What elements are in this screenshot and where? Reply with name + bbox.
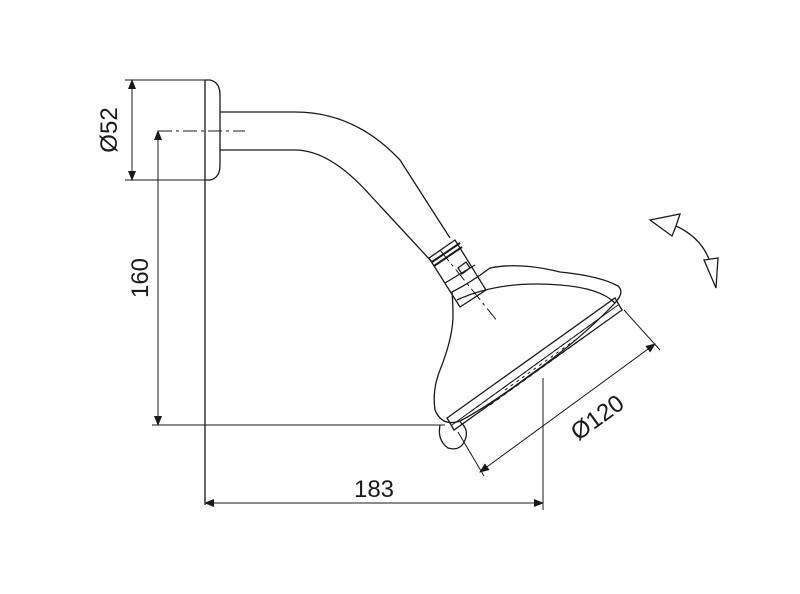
reach-label: 183 xyxy=(354,476,394,503)
shower-arm xyxy=(220,111,451,263)
center-lines xyxy=(158,130,499,323)
dimension-head-diameter: Ø120 xyxy=(457,309,661,477)
wall-flange xyxy=(204,79,221,505)
dimension-reach: 183 xyxy=(204,378,544,510)
head-diameter-label: Ø120 xyxy=(566,390,629,446)
rotate-arrow-icon xyxy=(648,213,719,289)
swivel-nut xyxy=(428,239,487,308)
dimension-flange-diameter: Ø52 xyxy=(96,79,205,181)
height-label: 160 xyxy=(127,258,154,298)
flange-diameter-label: Ø52 xyxy=(96,107,123,152)
dimension-height: 160 xyxy=(127,130,445,426)
